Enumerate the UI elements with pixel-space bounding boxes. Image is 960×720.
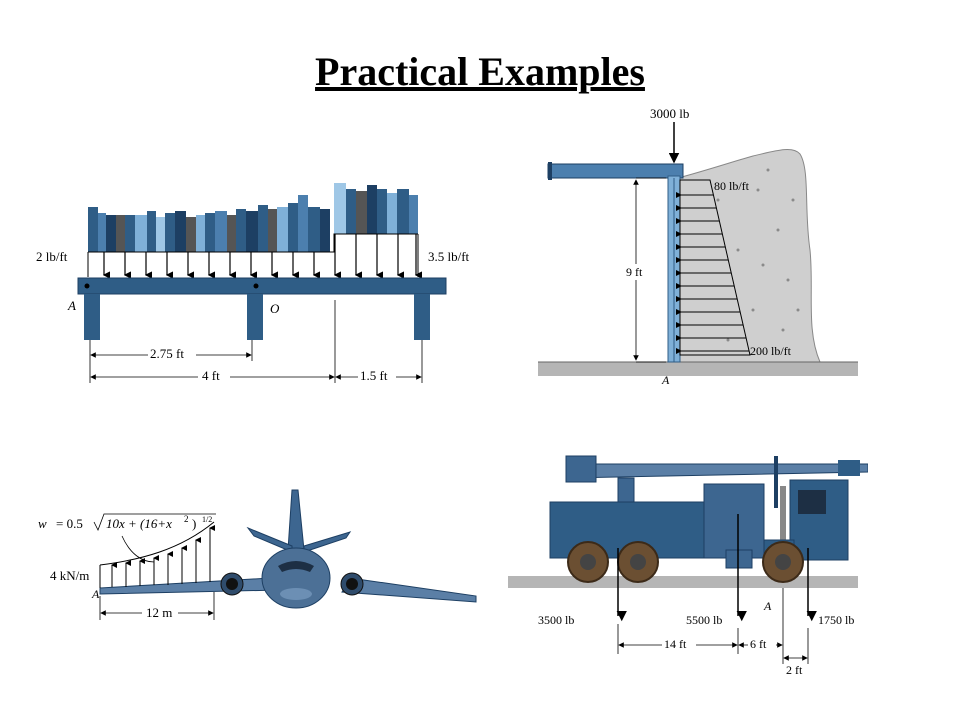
wheels — [567, 541, 804, 583]
wall-top-force: 3000 lb — [650, 106, 689, 121]
eq-w: w — [38, 516, 47, 531]
truck-force-2: 5500 lb — [686, 613, 722, 627]
ground — [538, 362, 858, 376]
shelf-dim-4: 4 ft — [202, 368, 220, 383]
shelf-point-a: A — [67, 298, 76, 313]
airplane-point-a: A — [91, 587, 100, 601]
road — [508, 576, 858, 588]
shelf-plank — [77, 277, 447, 295]
airplane-wing-diagram: w = 0.5 10x + (16+x 2 ) 1/2 4 kN/m A 12 … — [38, 489, 477, 620]
support-left — [84, 294, 100, 340]
books — [88, 183, 418, 252]
fuselage — [261, 547, 331, 609]
truck-force-1: 3500 lb — [538, 613, 574, 627]
page-title: Practical Examples — [315, 49, 645, 94]
shelf-diagram: 2 lb/ft 3.5 lb/ft A O 2.75 ft 4 ft 1.5 f… — [36, 183, 470, 383]
crane-bucket — [565, 455, 597, 483]
shelf-point-o: O — [270, 301, 280, 316]
tail-fin — [287, 489, 305, 551]
crane-truck-diagram: 3500 lb 5500 lb 1750 lb A 14 ft 6 ft 2 f… — [508, 455, 868, 677]
left-wing — [99, 577, 282, 595]
truck-point-a: A — [763, 599, 772, 613]
wall-top-pressure: 80 lb/ft — [714, 179, 750, 193]
airplane-span: 12 m — [146, 605, 172, 620]
truck-dim-2: 2 ft — [786, 663, 803, 677]
shelf-load-left: 2 lb/ft — [36, 249, 68, 264]
wall-point-a: A — [661, 373, 670, 387]
top-beam — [547, 163, 684, 179]
wall-height: 9 ft — [626, 265, 643, 279]
shelf-dim-1-5: 1.5 ft — [360, 368, 388, 383]
truck-force-3: 1750 lb — [818, 613, 854, 627]
wall-bottom-pressure: 200 lb/ft — [750, 344, 792, 358]
airplane-load: 4 kN/m — [50, 568, 89, 583]
eq-inner: 10x + (16+x — [106, 516, 172, 531]
lift-load-arrows — [111, 525, 215, 587]
support-right — [414, 294, 430, 340]
eq-square: 2 — [184, 514, 189, 524]
retaining-wall-diagram: 3000 lb 80 lb/ft 200 lb/ft 9 ft A — [538, 106, 858, 387]
soil-mass — [677, 149, 821, 363]
crane-boom — [567, 463, 868, 479]
eq-main: = 0.5 — [56, 516, 83, 531]
distributed-load-arrows — [102, 234, 422, 279]
truck-dim-6: 6 ft — [750, 637, 767, 651]
eq-close: ) — [192, 516, 196, 531]
truck-dim-14: 14 ft — [664, 637, 687, 651]
support-middle — [247, 294, 263, 340]
eq-exponent: 1/2 — [202, 515, 212, 524]
pressure-arrows — [676, 192, 749, 354]
shelf-dim-2-75: 2.75 ft — [150, 346, 184, 361]
shelf-load-right: 3.5 lb/ft — [428, 249, 470, 264]
